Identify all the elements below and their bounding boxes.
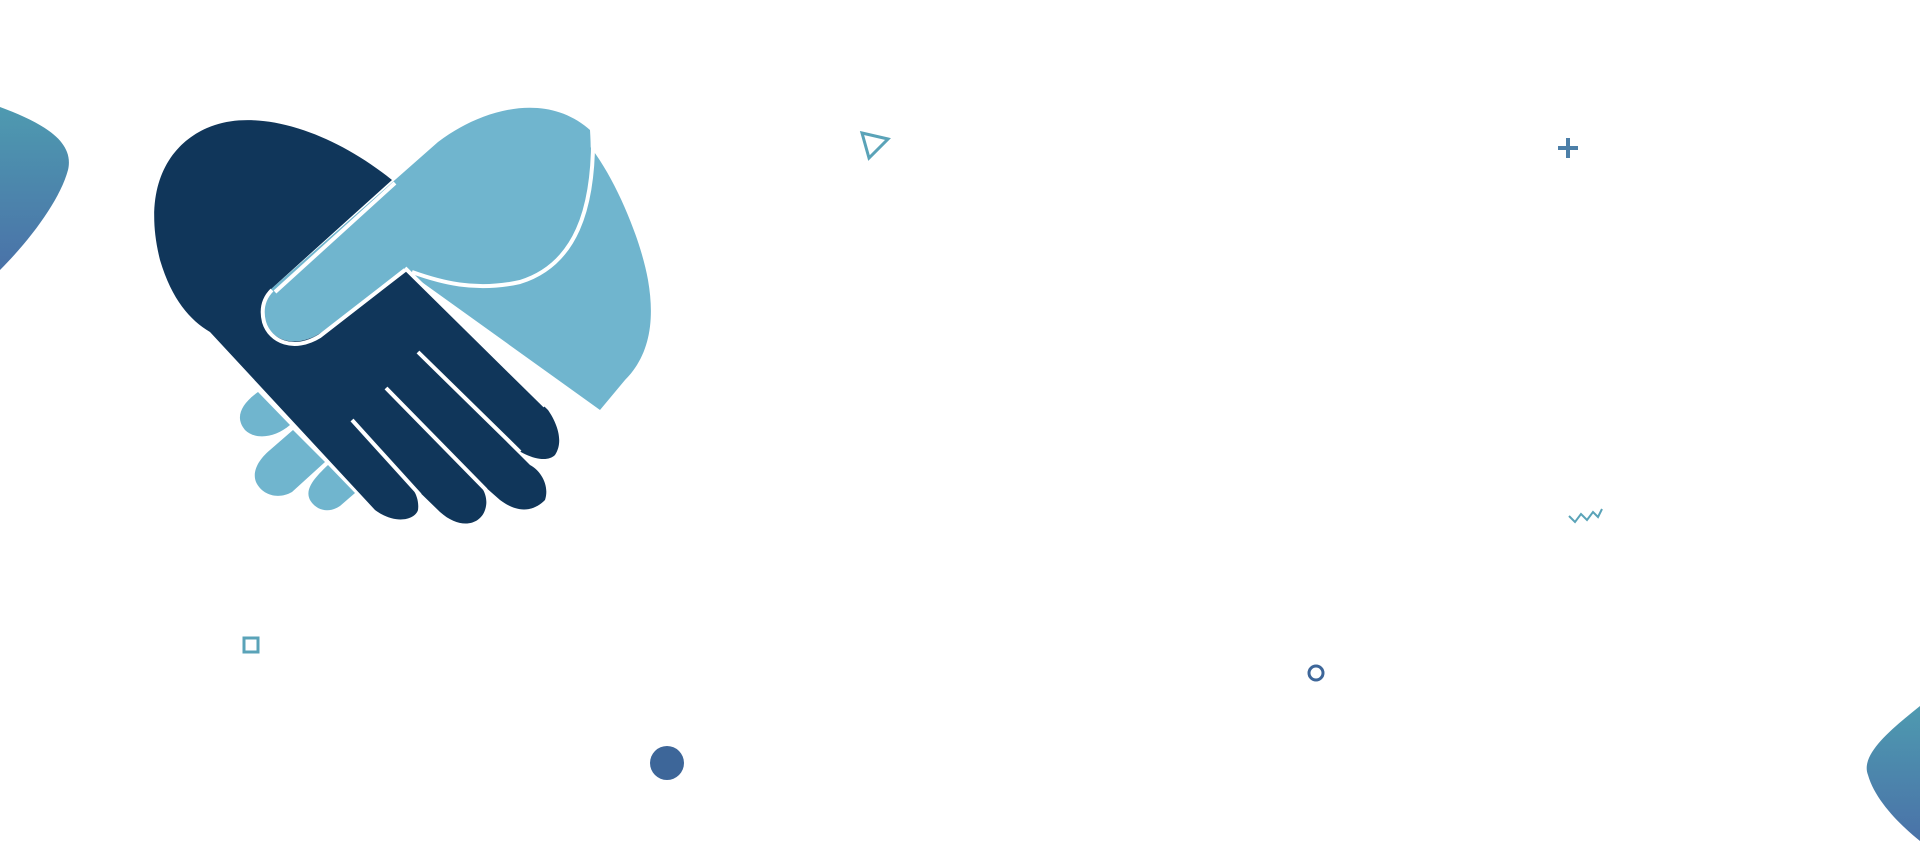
light-hand-front <box>263 107 591 342</box>
dot-icon <box>650 746 684 780</box>
plus-icon <box>1558 138 1578 158</box>
light-fingertip-1 <box>239 392 290 437</box>
navy-hand <box>154 120 560 524</box>
ring-icon <box>1307 664 1325 682</box>
blob-right-icon <box>1866 706 1920 841</box>
square-outline-icon <box>242 636 260 654</box>
light-fingertip-2 <box>254 430 325 496</box>
zigzag-icon <box>1568 508 1603 524</box>
handshake-heart-icon <box>154 107 651 524</box>
blob-left-icon <box>0 107 69 270</box>
triangle-outline-icon <box>859 130 891 161</box>
light-fingertip-3 <box>308 465 355 511</box>
